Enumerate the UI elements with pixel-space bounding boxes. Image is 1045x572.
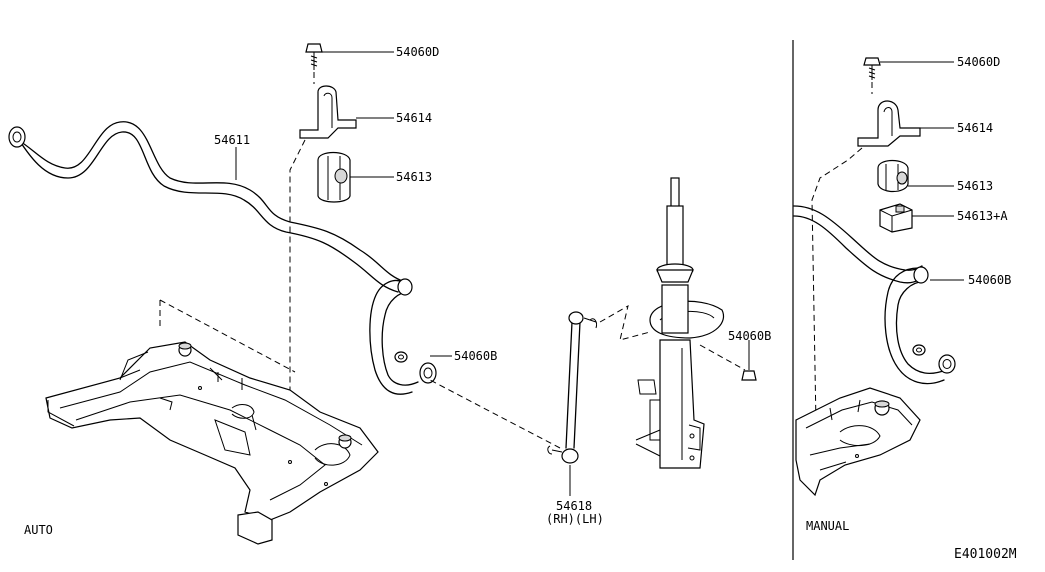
diagram-code: E401002M — [954, 547, 1017, 562]
stabilizer-bar-manual — [793, 205, 956, 385]
label-auto-54060b: 54060B — [454, 349, 497, 363]
leader-dashed-manual — [811, 82, 873, 425]
nut-strut — [741, 370, 757, 381]
bolt-manual — [863, 57, 881, 80]
bracket-manual — [857, 100, 921, 147]
section-label-auto: AUTO — [24, 523, 53, 537]
label-man-54613a: 54613+A — [957, 209, 1008, 223]
label-auto-54613: 54613 — [396, 170, 432, 184]
label-auto-54060d: 54060D — [396, 45, 439, 59]
subframe-manual — [795, 387, 921, 497]
stabilizer-link — [429, 311, 597, 464]
label-link-54618: 54618 — [556, 499, 592, 513]
label-man-54060d: 54060D — [957, 55, 1000, 69]
bracket-auto — [299, 85, 357, 139]
nut-auto — [394, 351, 408, 363]
bushing-auto — [317, 151, 351, 203]
label-man-54613: 54613 — [957, 179, 993, 193]
nut-manual — [912, 344, 926, 356]
bushing-manual — [877, 159, 909, 193]
section-label-manual: MANUAL — [806, 519, 849, 533]
leader-dashed-1 — [289, 72, 315, 450]
subframe-auto — [45, 299, 379, 545]
label-man-54614: 54614 — [957, 121, 993, 135]
label-auto-54611: 54611 — [214, 133, 250, 147]
bolt-auto — [305, 43, 323, 70]
label-link-rh-lh: (RH)(LH) — [546, 512, 604, 526]
label-man-54060b: 54060B — [968, 273, 1011, 287]
stabilizer-bar-auto — [8, 121, 437, 395]
label-auto-54614: 54614 — [396, 111, 432, 125]
strut-assembly — [599, 177, 746, 469]
bushing-a-manual — [879, 203, 913, 233]
label-strut-54060b: 54060B — [728, 329, 771, 343]
